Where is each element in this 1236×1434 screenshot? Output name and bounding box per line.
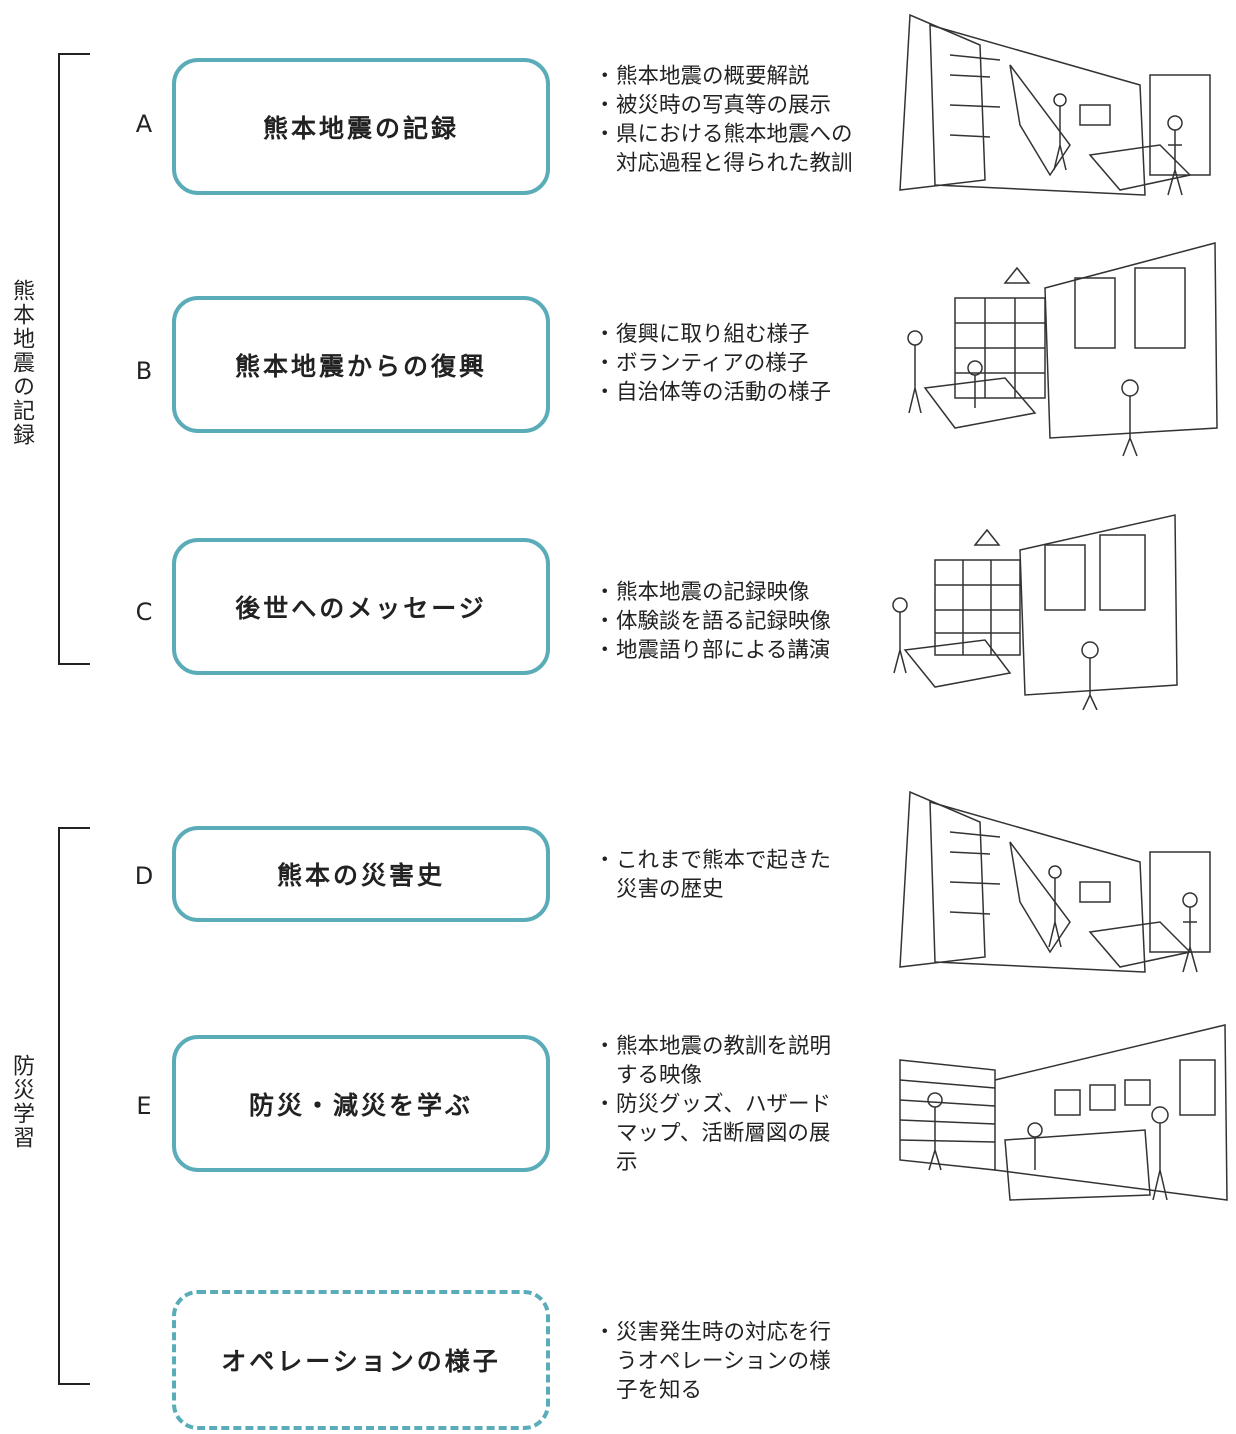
exhibit-desc-c: 熊本地震の記録映像 体験談を語る記録映像 地震語り部による講演 [594, 578, 866, 665]
exhibit-title: 熊本の災害史 [276, 861, 445, 890]
exhibit-box-e: 防災・減災を学ぶ [172, 1035, 550, 1172]
desc-item: 自治体等の活動の様子 [594, 378, 866, 407]
desc-item: これまで熊本で起きた災害の歴史 [594, 846, 848, 904]
desc-item: 県における熊本地震への対応過程と得られた教訓 [594, 120, 866, 178]
desc-item: 防災グッズ、ハザードマップ、活断層図の展示 [594, 1090, 848, 1177]
exhibit-box-a: 熊本地震の記録 [172, 58, 550, 195]
exhibit-sketch-a [890, 5, 1230, 200]
desc-item: 災害発生時の対応を行うオペレーションの様子を知る [594, 1318, 848, 1405]
exhibit-title: 熊本地震の記録 [262, 113, 459, 143]
exhibit-sketch-d [890, 782, 1230, 977]
desc-item: 熊本地震の概要解説 [594, 62, 866, 91]
row-letter-a: A [135, 110, 153, 138]
exhibit-title: 後世へのメッセージ [235, 593, 487, 623]
exhibit-title: オペレーションの様子 [221, 1347, 501, 1376]
desc-item: 熊本地震の記録映像 [594, 578, 866, 607]
row-letter-d: D [134, 862, 154, 890]
desc-item: ボランティアの様子 [594, 349, 866, 378]
row-letter-b: B [135, 357, 153, 385]
exhibit-box-c: 後世へのメッセージ [172, 538, 550, 675]
exhibit-box-b: 熊本地震からの復興 [172, 296, 550, 433]
desc-item: 地震語り部による講演 [594, 636, 866, 665]
exhibit-desc-e: 熊本地震の教訓を説明する映像 防災グッズ、ハザードマップ、活断層図の展示 [594, 1032, 848, 1177]
desc-item: 熊本地震の教訓を説明する映像 [594, 1032, 848, 1090]
desc-item: 復興に取り組む様子 [594, 320, 866, 349]
group-label-learning: 防災学習 [9, 1054, 34, 1150]
group-bracket-learning [58, 827, 90, 1385]
desc-item: 被災時の写真等の展示 [594, 91, 866, 120]
exhibit-sketch-e [895, 1020, 1235, 1220]
desc-item: 体験談を語る記録映像 [594, 607, 866, 636]
row-letter-c: C [135, 598, 153, 626]
group-label-record: 熊本地震の記録 [9, 279, 34, 447]
exhibit-desc-b: 復興に取り組む様子 ボランティアの様子 自治体等の活動の様子 [594, 320, 866, 407]
exhibit-title: 熊本地震からの復興 [234, 351, 487, 381]
exhibit-box-operation: オペレーションの様子 [172, 1290, 550, 1430]
exhibit-desc-operation: 災害発生時の対応を行うオペレーションの様子を知る [594, 1318, 848, 1405]
exhibit-box-d: 熊本の災害史 [172, 826, 550, 922]
exhibit-sketch-c [875, 505, 1195, 710]
exhibit-title: 防災・減災を学ぶ [248, 1090, 473, 1120]
exhibit-desc-a: 熊本地震の概要解説 被災時の写真等の展示 県における熊本地震への対応過程と得られ… [594, 62, 866, 178]
row-letter-e: E [136, 1092, 152, 1120]
exhibit-sketch-b [895, 238, 1230, 458]
group-bracket-record [58, 53, 90, 665]
exhibit-desc-d: これまで熊本で起きた災害の歴史 [594, 846, 848, 904]
